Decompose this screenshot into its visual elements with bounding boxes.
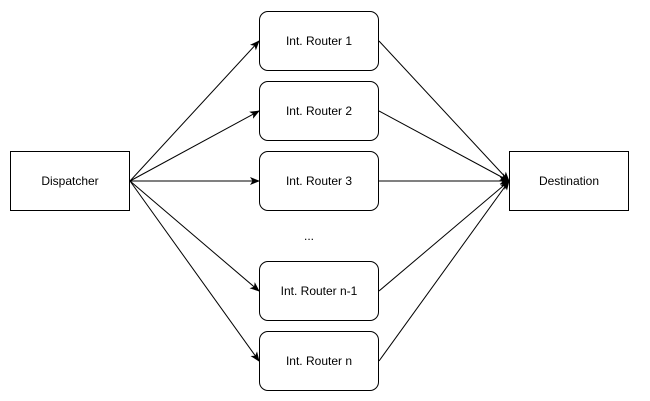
edge-dispatcher-router-n-1	[129, 180, 260, 292]
edge-router-2-destination	[378, 110, 510, 182]
edge-router-n-1-destination	[378, 180, 510, 292]
dispatcher-node: Dispatcher	[10, 151, 130, 211]
destination-node: Destination	[509, 151, 629, 211]
edge-dispatcher-router-2	[129, 110, 260, 182]
router-node-1: Int. Router 1	[259, 11, 379, 71]
edge-router-n-destination	[378, 180, 510, 362]
router-node-n: Int. Router n	[259, 331, 379, 391]
edge-dispatcher-router-1	[129, 40, 260, 182]
edge-dispatcher-router-n	[129, 180, 260, 362]
edge-router-1-destination	[378, 40, 510, 182]
routers-ellipsis: ...	[303, 229, 315, 243]
router-node-n-1: Int. Router n-1	[259, 261, 379, 321]
router-node-3: Int. Router 3	[259, 151, 379, 211]
router-node-2: Int. Router 2	[259, 81, 379, 141]
